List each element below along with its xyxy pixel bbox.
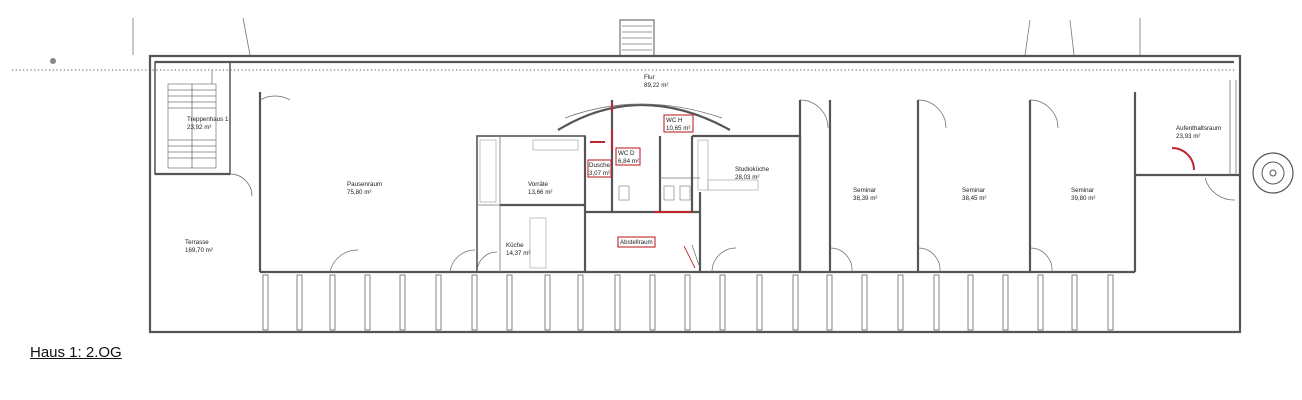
room-label-treppenhaus: Treppenhaus 1 23,92 m² bbox=[187, 116, 229, 131]
room-area: 75,80 m² bbox=[347, 189, 371, 196]
facade-post bbox=[262, 274, 269, 331]
room-name: Seminar bbox=[1071, 187, 1094, 194]
facade-post bbox=[1107, 274, 1114, 331]
facade-post bbox=[933, 274, 940, 331]
facade-post bbox=[1071, 274, 1078, 331]
room-name: Seminar bbox=[853, 187, 876, 194]
pausenraum-doors bbox=[259, 95, 476, 273]
room-name: Abstellraum bbox=[620, 239, 653, 246]
room-label-seminar-3: Seminar 39,80 m² bbox=[1071, 187, 1095, 202]
room-label-flur: Flur 89,22 m² bbox=[644, 74, 668, 89]
room-area: 23,92 m² bbox=[187, 124, 211, 131]
facade-posts bbox=[262, 274, 1114, 331]
room-label-abstellraum: Abstellraum bbox=[617, 236, 656, 248]
facade-post bbox=[826, 274, 833, 331]
room-label-wcd: WC D 6,84 m² bbox=[615, 147, 641, 166]
facade-post bbox=[506, 274, 513, 331]
room-label-wch: WC H 10,65 m² bbox=[663, 114, 694, 133]
seminar-walls bbox=[798, 99, 1059, 273]
room-area: 23,93 m² bbox=[1176, 133, 1200, 140]
facade-post bbox=[684, 274, 691, 331]
room-name: WC D bbox=[618, 150, 635, 157]
room-name: Dusche bbox=[589, 162, 611, 169]
outer-walls bbox=[148, 54, 1242, 334]
facade-post bbox=[614, 274, 621, 331]
aufenthaltsraum-walls bbox=[1135, 80, 1240, 201]
facade-post bbox=[329, 274, 336, 331]
roof-details bbox=[132, 17, 1141, 57]
room-label-seminar-2: Seminar 38,45 m² bbox=[962, 187, 986, 202]
room-label-terrasse: Terrasse 169,70 m² bbox=[185, 239, 213, 254]
room-area: 28,03 m² bbox=[735, 174, 759, 181]
room-area: 38,45 m² bbox=[962, 195, 986, 202]
room-area: 13,66 m² bbox=[528, 189, 552, 196]
treppenhaus-stairs bbox=[154, 61, 253, 197]
facade-post bbox=[861, 274, 868, 331]
survey-point bbox=[50, 58, 56, 64]
room-label-vorraete: Vorräte 13,66 m² bbox=[528, 181, 552, 196]
room-label-pausenraum: Pausenraum 75,80 m² bbox=[347, 181, 382, 196]
room-name: Seminar bbox=[962, 187, 985, 194]
room-label-seminar-1: Seminar 38,39 m² bbox=[853, 187, 877, 202]
facade-post bbox=[719, 274, 726, 331]
facade-post bbox=[296, 274, 303, 331]
plan-caption: Haus 1: 2.OG bbox=[30, 344, 122, 361]
room-area: 169,70 m² bbox=[185, 247, 213, 254]
facade-post bbox=[897, 274, 904, 331]
room-area: 6,84 m² bbox=[618, 158, 639, 165]
studiokueche-walls bbox=[690, 134, 802, 273]
facade-post bbox=[756, 274, 763, 331]
room-name: Vorräte bbox=[528, 181, 549, 188]
room-area: 38,39 m² bbox=[853, 195, 877, 202]
room-area: 39,80 m² bbox=[1071, 195, 1095, 202]
room-name: Studioküche bbox=[735, 166, 770, 173]
room-name: Pausenraum bbox=[347, 181, 382, 188]
facade-post bbox=[471, 274, 478, 331]
facade-post bbox=[577, 274, 584, 331]
facade-post bbox=[792, 274, 799, 331]
facade-post bbox=[649, 274, 656, 331]
room-name: Aufenthaltsraum bbox=[1176, 125, 1221, 132]
facade-post bbox=[1037, 274, 1044, 331]
room-area: 89,22 m² bbox=[644, 82, 668, 89]
room-name: Küche bbox=[506, 242, 524, 249]
facade-post bbox=[544, 274, 551, 331]
facade-post bbox=[1002, 274, 1009, 331]
floor-plan: Flur 89,22 m² Treppenhaus 1 23,92 m² Ter… bbox=[12, 17, 1294, 334]
room-label-kueche: Küche 14,37 m² bbox=[506, 242, 530, 257]
round-stair-outside bbox=[1252, 152, 1294, 194]
room-name: Treppenhaus 1 bbox=[187, 116, 229, 123]
room-name: Terrasse bbox=[185, 239, 209, 246]
kitchen-block bbox=[476, 135, 586, 273]
room-name: WC H bbox=[666, 117, 683, 124]
room-label-aufenthaltsraum: Aufenthaltsraum 23,93 m² bbox=[1176, 125, 1221, 140]
room-label-studiokueche: Studioküche 28,03 m² bbox=[735, 166, 770, 181]
wc-block bbox=[557, 100, 731, 272]
room-label-dusche: Dusche 3,07 m² bbox=[587, 159, 612, 178]
facade-post bbox=[967, 274, 974, 331]
room-name: Flur bbox=[644, 74, 655, 81]
facade-post bbox=[399, 274, 406, 331]
room-area: 10,65 m² bbox=[666, 125, 690, 132]
facade-post bbox=[435, 274, 442, 331]
facade-post bbox=[364, 274, 371, 331]
room-area: 14,37 m² bbox=[506, 250, 530, 257]
room-area: 3,07 m² bbox=[589, 170, 610, 177]
